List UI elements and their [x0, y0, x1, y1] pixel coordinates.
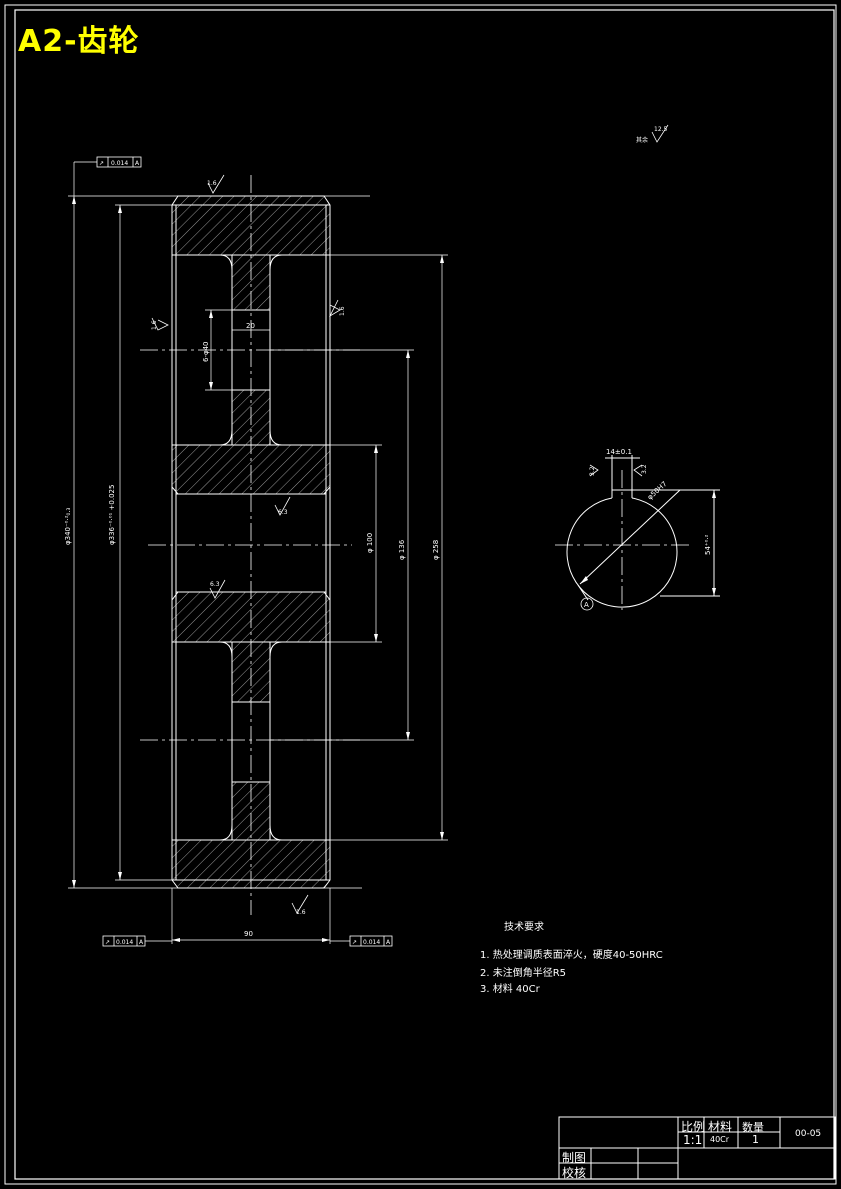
tb-drawing-no: 00-05 [795, 1129, 822, 1139]
inner-border [14, 9, 835, 1180]
tech-requirement-3: 3. 材料 40Cr [480, 984, 540, 995]
dim-bore-section: φ50H7 [646, 480, 669, 502]
roughness-other-label: 其余 [636, 136, 648, 144]
keyway-section-view [566, 455, 720, 608]
dim-holes: 6-φ40 [202, 341, 210, 362]
dimension-texts: φ340⁻⁰·²₀.₃ φ336⁻⁰·⁰¹ +0.025 φ 258 φ 136… [64, 322, 712, 938]
svg-text:A: A [386, 939, 391, 946]
svg-text:0.014: 0.014 [116, 939, 133, 946]
svg-text:1.6: 1.6 [296, 909, 306, 916]
arrowheads [72, 196, 444, 942]
tb-scale: 1:1 [683, 1133, 703, 1147]
bore-circle [566, 497, 678, 608]
svg-text:0.014: 0.014 [111, 160, 128, 167]
svg-text:↗: ↗ [105, 939, 110, 946]
dim-rim-inner: φ 258 [432, 540, 440, 560]
dimension-lines [68, 162, 448, 944]
dim-outer: φ340⁻⁰·²₀.₃ [64, 507, 72, 545]
tech-requirement-1: 1. 热处理调质表面淬火，硬度40-50HRC [480, 950, 663, 961]
dim-hub-outer: φ 136 [398, 539, 406, 560]
roughness-symbols [151, 124, 669, 914]
tb-material-label: 材料 [708, 1120, 733, 1134]
svg-text:↗: ↗ [352, 939, 357, 946]
svg-text:1.6: 1.6 [207, 180, 217, 187]
tb-quantity-label: 数量 [742, 1121, 764, 1134]
tb-scale-label: 比例 [681, 1120, 706, 1134]
tb-quantity: 1 [752, 1133, 759, 1146]
title-block-grid [558, 1116, 836, 1180]
dim-hub-bore: φ 100 [366, 533, 374, 553]
outer-border [4, 4, 837, 1185]
tech-requirement-2: 2. 未注倒角半径R5 [480, 968, 567, 979]
dim-keyway-width: 14±0.1 [606, 448, 632, 456]
svg-text:3.2: 3.2 [641, 464, 648, 474]
tolerance-frames [74, 156, 393, 947]
dim-face: 90 [244, 930, 253, 938]
svg-text:1.6: 1.6 [151, 320, 158, 330]
svg-text:3.2: 3.2 [589, 466, 596, 476]
tech-requirements-title: 技术要求 [504, 922, 544, 933]
roughness-other-value: 12.5 [654, 126, 668, 133]
svg-text:↗: ↗ [99, 160, 104, 167]
svg-text:6.3: 6.3 [210, 581, 220, 588]
svg-text:1.6: 1.6 [339, 306, 346, 316]
tb-drawn-by: 制图 [562, 1151, 587, 1165]
centerlines [140, 175, 690, 915]
tb-checked-by: 校核 [562, 1166, 587, 1180]
svg-text:6.3: 6.3 [278, 509, 288, 516]
dim-keyway-depth: 54⁺⁰·² [704, 534, 712, 555]
svg-text:A: A [139, 939, 144, 946]
tb-material: 40Cr [710, 1135, 730, 1144]
svg-text:A: A [135, 160, 140, 167]
keyway-arrowheads [580, 490, 716, 596]
dim-web: 20 [246, 322, 255, 330]
cavity-lower-left [176, 641, 233, 841]
cavity-lower-right [269, 641, 326, 841]
dim-root: φ336⁻⁰·⁰¹ +0.025 [108, 485, 116, 545]
svg-text:0.014: 0.014 [363, 939, 380, 946]
datum-label: A [584, 601, 589, 609]
datum-circle [580, 597, 594, 611]
tolerance-texts: ↗ 0.014 A ↗ 0.014 A ↗ 0.014 A [99, 160, 391, 946]
roughness-values: 1.6 1.6 1.6 6.3 6.3 1.6 3.2 3.2 12.5 其余 [151, 126, 668, 916]
drawing-title: A2-齿轮 [18, 24, 140, 59]
